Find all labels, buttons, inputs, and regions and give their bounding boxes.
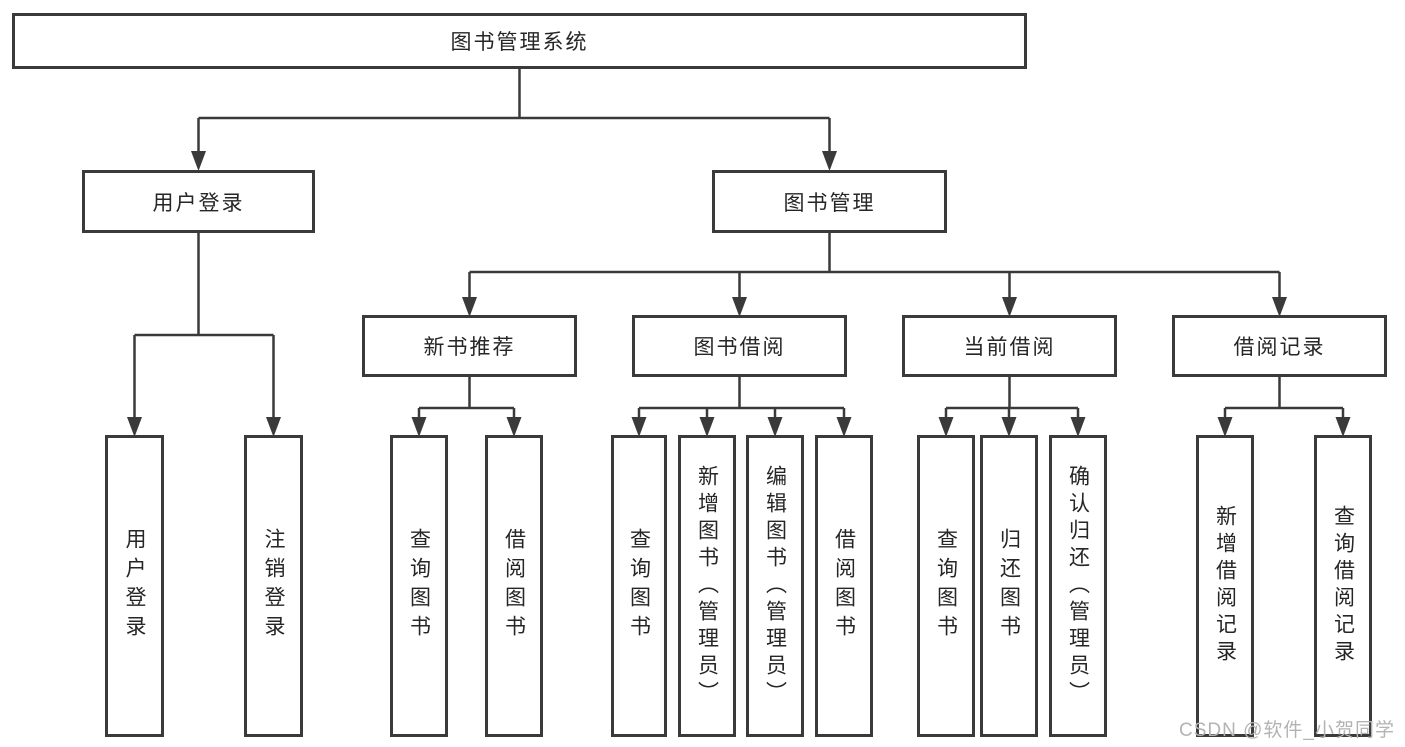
leaf-logout: 注销登录 bbox=[244, 435, 303, 737]
node-label: 借阅记录 bbox=[1233, 336, 1326, 359]
node-label: 用户登录 bbox=[152, 191, 245, 215]
node-label: 图书借阅 bbox=[693, 336, 786, 359]
leaf-edit-book-admin: 编辑图书（管理员） bbox=[746, 435, 804, 737]
leaf-label: 用户登录 bbox=[123, 528, 146, 644]
leaf-query-book-2: 查询图书 bbox=[611, 435, 667, 737]
node-book-management: 图书管理 bbox=[712, 170, 947, 233]
leaf-add-borrow-record: 新增借阅记录 bbox=[1196, 435, 1254, 737]
node-current-borrow: 当前借阅 bbox=[902, 315, 1117, 377]
leaf-confirm-return-admin: 确认归还（管理员） bbox=[1049, 435, 1107, 737]
leaf-user-login: 用户登录 bbox=[105, 435, 164, 737]
leaf-label: 查询图书 bbox=[627, 528, 651, 644]
leaf-label: 确认归还（管理员） bbox=[1066, 464, 1090, 708]
node-root-system: 图书管理系统 bbox=[12, 13, 1027, 69]
leaf-label: 查询借阅记录 bbox=[1331, 505, 1355, 667]
leaf-label: 注销登录 bbox=[262, 528, 285, 644]
leaf-label: 查询图书 bbox=[934, 528, 958, 644]
leaf-label: 新增图书（管理员） bbox=[695, 464, 719, 708]
leaf-label: 查询图书 bbox=[407, 528, 431, 644]
leaf-borrow-book-2: 借阅图书 bbox=[815, 435, 873, 737]
node-label: 图书管理 bbox=[783, 191, 876, 215]
csdn-watermark: CSDN @软件_小贺同学 bbox=[1179, 720, 1395, 741]
node-borrow-record: 借阅记录 bbox=[1172, 315, 1387, 377]
node-label: 新书推荐 bbox=[423, 336, 516, 359]
leaf-label: 编辑图书（管理员） bbox=[763, 464, 787, 708]
node-book-borrow: 图书借阅 bbox=[632, 315, 847, 377]
leaf-borrow-book-1: 借阅图书 bbox=[485, 435, 543, 737]
node-new-book-recommend: 新书推荐 bbox=[362, 315, 577, 377]
leaf-query-book-3: 查询图书 bbox=[917, 435, 975, 737]
leaf-query-borrow-record: 查询借阅记录 bbox=[1314, 435, 1372, 737]
leaf-return-book: 归还图书 bbox=[980, 435, 1038, 737]
leaf-label: 借阅图书 bbox=[832, 528, 856, 644]
connector-path bbox=[133, 67, 1345, 433]
leaf-label: 借阅图书 bbox=[502, 528, 526, 644]
leaf-label: 归还图书 bbox=[997, 528, 1021, 644]
leaf-add-book-admin: 新增图书（管理员） bbox=[678, 435, 736, 737]
node-user-login: 用户登录 bbox=[82, 170, 315, 233]
leaf-label: 新增借阅记录 bbox=[1213, 505, 1237, 667]
node-label: 图书管理系统 bbox=[450, 31, 589, 54]
leaf-query-book-1: 查询图书 bbox=[390, 435, 448, 737]
node-label: 当前借阅 bbox=[963, 336, 1056, 359]
